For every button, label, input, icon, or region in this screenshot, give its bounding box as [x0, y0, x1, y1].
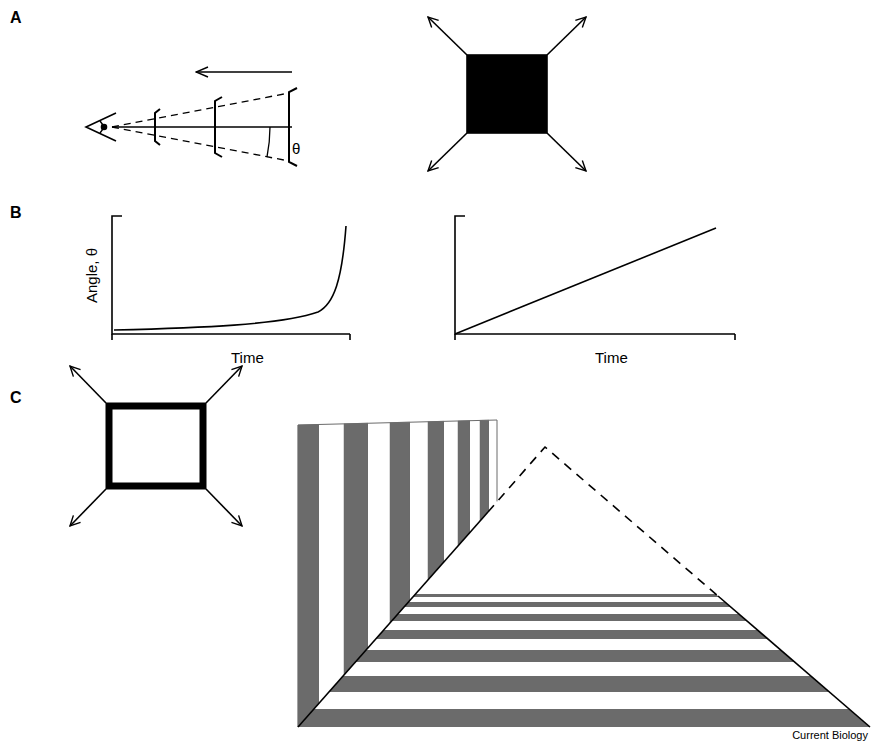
- panel-letter: A: [10, 10, 22, 26]
- angle-symbol: θ: [292, 141, 300, 156]
- axis-label: Time: [231, 350, 264, 365]
- striped-floor: [298, 594, 870, 727]
- wall-stripe: [368, 423, 390, 648]
- floor-stripe: [329, 676, 830, 692]
- wall-stripe: [319, 424, 344, 703]
- floor-stripe: [376, 630, 768, 639]
- floor-stripe: [404, 602, 731, 607]
- wall-stripe: [390, 422, 410, 623]
- linear-graph: [455, 216, 735, 340]
- outline-square: [70, 366, 242, 526]
- panel-letter: B: [10, 205, 22, 221]
- axis-label: Angle, θ: [84, 247, 99, 302]
- wall-stripe: [410, 422, 428, 600]
- striped-corridor: [298, 420, 870, 727]
- approach-schematic: [86, 72, 297, 166]
- wall-stripe: [470, 420, 480, 532]
- floor-stripe: [392, 614, 747, 621]
- floor-stripe: [413, 594, 719, 597]
- wall-stripe: [444, 421, 458, 562]
- wall-stripe: [428, 421, 444, 579]
- wall-stripe: [458, 421, 470, 546]
- floor-stripe: [355, 650, 794, 662]
- wall-stripe: [480, 420, 489, 520]
- wall-stripe: [298, 424, 319, 727]
- journal-watermark: Current Biology: [792, 730, 868, 741]
- panel-letter: C: [10, 390, 22, 406]
- looming-graph: [112, 216, 350, 340]
- floor-stripe: [298, 709, 870, 727]
- expanding-square: [428, 17, 586, 171]
- axis-label: Time: [595, 350, 628, 365]
- wall-stripe: [489, 420, 497, 510]
- wall-stripe: [344, 423, 368, 675]
